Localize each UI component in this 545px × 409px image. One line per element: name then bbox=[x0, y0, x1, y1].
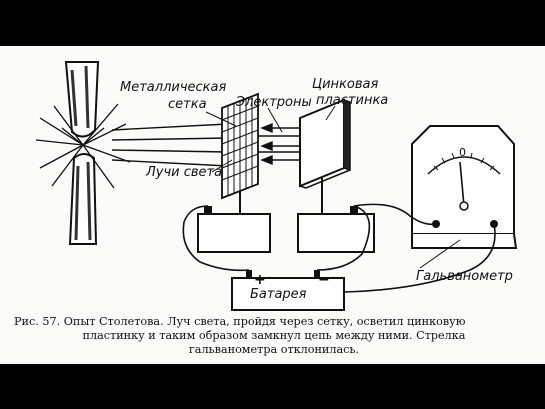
galvanometer-needle bbox=[459, 161, 465, 207]
caption-line2: пластинку и таким образом замкнул цепь м… bbox=[82, 329, 466, 342]
label-grid-line1: Металлическая bbox=[120, 80, 226, 95]
needle-pivot bbox=[459, 201, 469, 211]
label-zinc-line2: пластинка bbox=[316, 93, 388, 108]
battery-label: Батарея bbox=[250, 287, 307, 302]
lower-electrode bbox=[68, 153, 98, 245]
caption-line1: Рис. 57. Опыт Столетова. Луч света, прой… bbox=[14, 315, 466, 328]
figure-page: Батарея + − 0 bbox=[0, 46, 545, 364]
zinc-plate bbox=[299, 98, 351, 214]
label-galvanometer: Гальванометр bbox=[416, 269, 513, 284]
figure-caption: Рис. 57. Опыт Столетова. Луч света, прой… bbox=[14, 315, 534, 357]
electron-arrows bbox=[258, 122, 300, 166]
caption-line3: гальванометра отклонилась. bbox=[188, 343, 360, 356]
battery: Батарея + − bbox=[231, 270, 345, 311]
stoletov-experiment-diagram: Батарея + − 0 bbox=[35, 61, 518, 311]
battery-minus-terminal bbox=[314, 270, 320, 278]
arc-light-burst bbox=[35, 103, 131, 189]
wire-galvanometer-to-battery bbox=[343, 223, 496, 293]
label-zinc-line1: Цинковая bbox=[312, 77, 378, 92]
wire-grid-to-battery-plus bbox=[182, 205, 250, 272]
metal-grid bbox=[221, 92, 259, 214]
scale-zero-label: 0 bbox=[459, 146, 466, 159]
label-grid-line2: сетка bbox=[168, 97, 207, 112]
wires bbox=[182, 203, 496, 293]
lower-electrode-shading bbox=[74, 161, 92, 241]
wire-plate-to-galvanometer bbox=[353, 203, 437, 226]
plus-sign: + bbox=[254, 272, 266, 288]
light-rays bbox=[111, 123, 229, 167]
battery-plus-terminal bbox=[246, 270, 252, 278]
label-electrons: Электроны bbox=[235, 95, 312, 110]
wire-battery-minus-to-plate bbox=[316, 205, 371, 271]
grid-base bbox=[197, 206, 271, 253]
label-leaders bbox=[205, 105, 461, 269]
galvanometer: 0 bbox=[411, 125, 518, 249]
plate-base bbox=[297, 206, 375, 253]
label-light-rays: Лучи света bbox=[145, 165, 222, 180]
minus-sign: − bbox=[318, 272, 330, 288]
upper-electrode-shading bbox=[70, 65, 90, 129]
arc-lamp bbox=[35, 61, 131, 245]
